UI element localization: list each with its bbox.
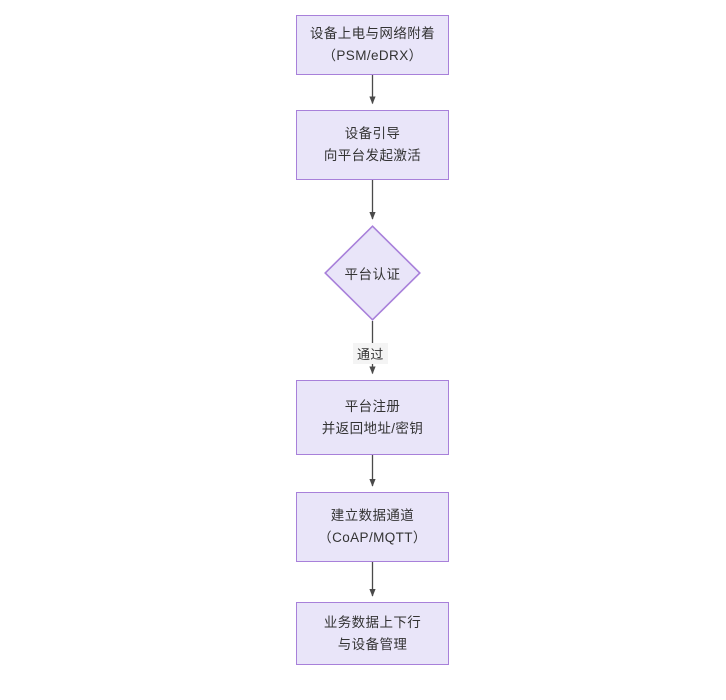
diamond-shape	[324, 225, 421, 321]
node-label-line-2: （CoAP/MQTT）	[318, 530, 427, 545]
node-label-line-1: 平台注册	[344, 398, 401, 414]
node-label-line-2: 与设备管理	[337, 636, 408, 652]
node-device-bootstrap[interactable]: 设备引导 向平台发起激活	[296, 110, 449, 180]
node-business-data-and-device-management[interactable]: 业务数据上下行 与设备管理	[296, 602, 449, 665]
node-label-line-1: 建立数据通道	[330, 508, 415, 524]
node-label-line-1: 设备上电与网络附着	[309, 26, 436, 42]
node-label-line-2: 并返回地址/密钥	[321, 420, 424, 436]
node-label-line-1: 业务数据上下行	[323, 614, 422, 630]
node-platform-authentication[interactable]: 平台认证	[324, 225, 421, 321]
node-label-line-1: 平台认证	[344, 267, 401, 282]
edge-label-pass: 通过	[353, 343, 388, 364]
node-establish-data-channel[interactable]: 建立数据通道 （CoAP/MQTT）	[296, 492, 449, 562]
node-label-line-2: 向平台发起激活	[323, 148, 422, 163]
node-platform-registration[interactable]: 平台注册 并返回地址/密钥	[296, 380, 449, 455]
node-label-line-1: 设备引导	[344, 126, 401, 142]
node-device-power-on[interactable]: 设备上电与网络附着 （PSM/eDRX）	[296, 15, 449, 75]
node-label-line-2: （PSM/eDRX）	[322, 48, 423, 63]
